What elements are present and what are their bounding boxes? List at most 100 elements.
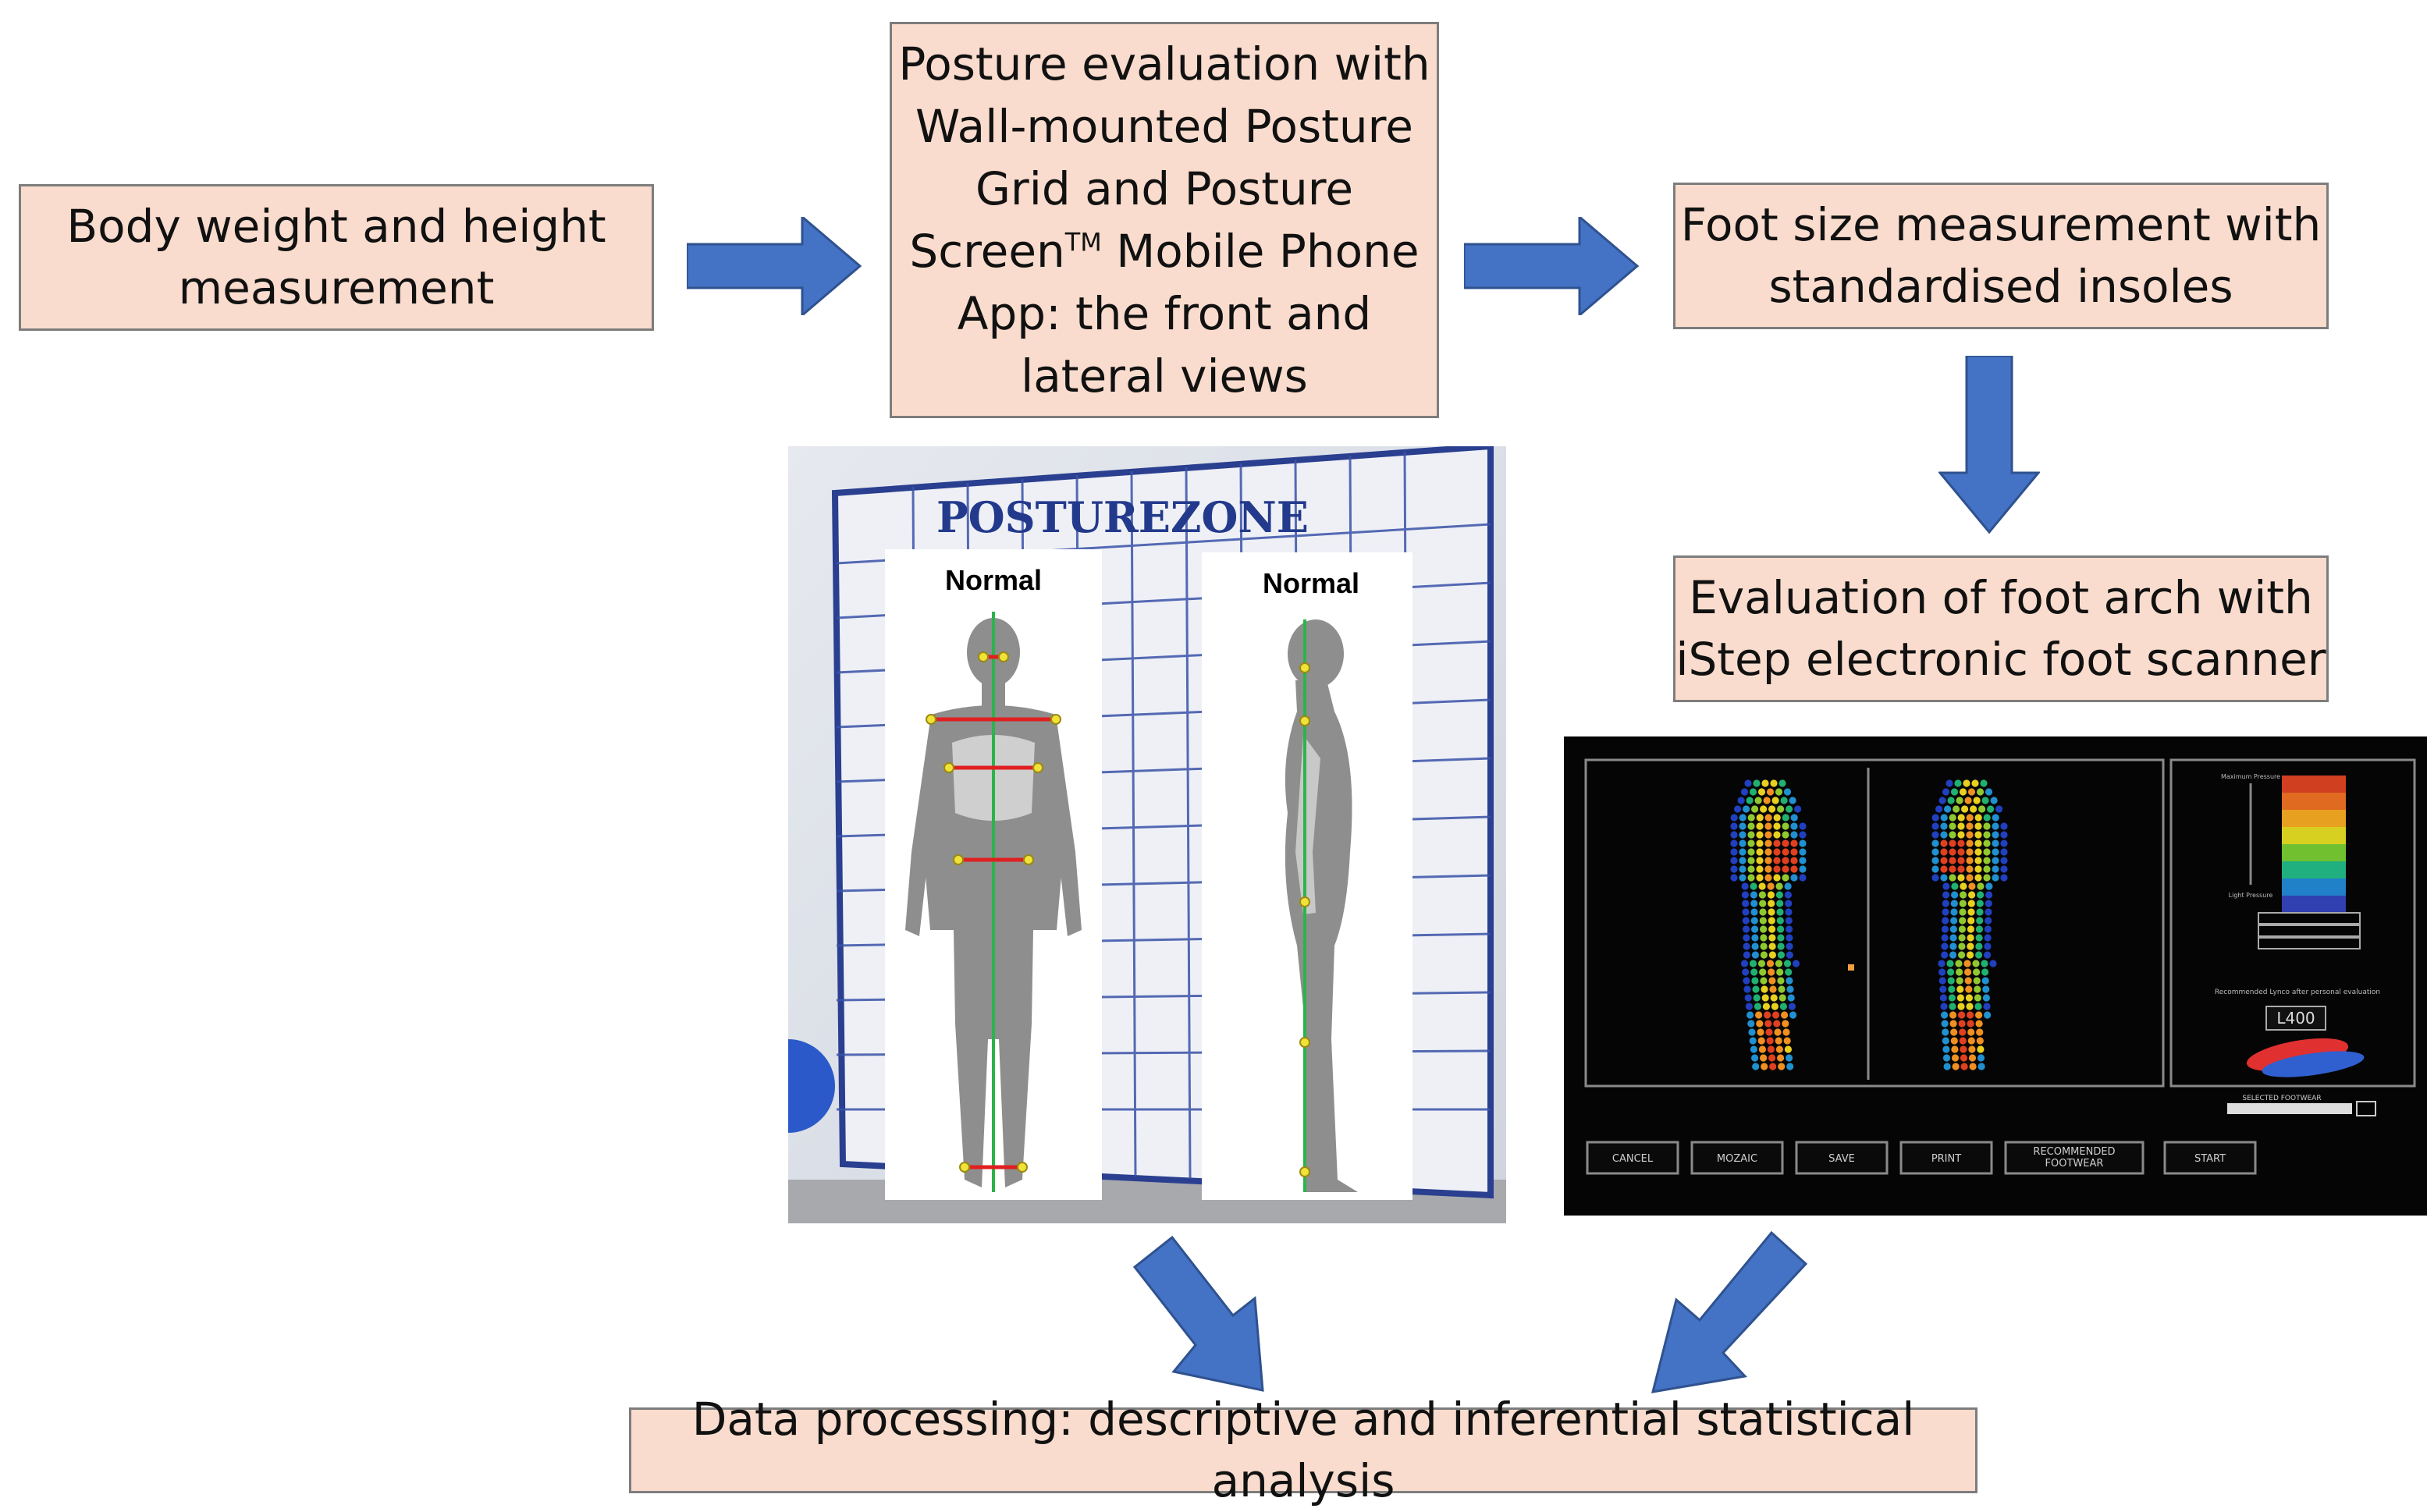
pressure-dot bbox=[1959, 1028, 1967, 1036]
pressure-dot bbox=[1947, 797, 1955, 804]
scanner-button-frame[interactable] bbox=[2004, 1141, 2145, 1175]
pressure-dot bbox=[1768, 900, 1775, 907]
pressure-dot bbox=[1941, 951, 1949, 959]
pressure-dot bbox=[1992, 857, 1999, 864]
pressure-dot bbox=[1799, 822, 1807, 830]
pressure-dot bbox=[1966, 848, 1974, 856]
pressure-dot bbox=[1981, 977, 1989, 985]
pressure-dot bbox=[1777, 934, 1785, 942]
pressure-dot bbox=[1768, 1054, 1776, 1062]
pressure-dot bbox=[1938, 960, 1946, 967]
pressure-dot bbox=[1785, 917, 1793, 925]
pressure-dot bbox=[1942, 882, 1950, 890]
pressure-dot bbox=[1967, 917, 1975, 925]
pressure-dot bbox=[1747, 857, 1755, 864]
pressure-dot bbox=[1942, 1028, 1949, 1036]
pressure-dot bbox=[1974, 822, 1982, 830]
pressure-dot bbox=[1739, 831, 1747, 839]
scanner-button-frame[interactable] bbox=[1795, 1141, 1889, 1175]
pressure-dot bbox=[2000, 831, 2008, 839]
pressure-dot bbox=[1982, 985, 1990, 993]
pressure-dot bbox=[1734, 805, 1742, 813]
pressure-dot bbox=[1766, 1037, 1774, 1045]
pressure-dot bbox=[1786, 934, 1793, 942]
pressure-dot bbox=[1947, 977, 1955, 985]
pressure-dot bbox=[1777, 1054, 1785, 1062]
pressure-dot bbox=[1764, 848, 1772, 856]
arrow-right-2 bbox=[1464, 217, 1640, 315]
pressure-dot bbox=[1967, 951, 1974, 959]
pressure-dot bbox=[1753, 994, 1761, 1002]
pressure-dot bbox=[1750, 968, 1758, 976]
scanner-button-frame[interactable] bbox=[1586, 1141, 1679, 1175]
pressure-dot bbox=[1761, 994, 1769, 1002]
pressure-dot bbox=[1950, 917, 1958, 925]
pressure-dot bbox=[1966, 1003, 1974, 1010]
pressure-dot bbox=[1984, 1011, 1992, 1019]
body-weight-line-2: measurement bbox=[178, 261, 495, 314]
pressure-dot bbox=[1952, 1063, 1960, 1070]
pressure-dot bbox=[1987, 805, 1995, 813]
pressure-dot bbox=[1739, 857, 1747, 864]
pressure-dot bbox=[1742, 908, 1750, 916]
pressure-dot bbox=[1956, 994, 1964, 1002]
pressure-dot bbox=[1963, 960, 1971, 967]
pressure-dot bbox=[1989, 960, 1997, 967]
stats-table bbox=[2258, 912, 2361, 949]
pressure-dot bbox=[1785, 900, 1793, 907]
pressure-dot bbox=[1750, 908, 1758, 916]
pressure-dot bbox=[1967, 908, 1975, 916]
arrow-down bbox=[1938, 356, 2040, 534]
pressure-dot bbox=[1942, 891, 1950, 899]
pressure-dot bbox=[1730, 831, 1738, 839]
pressure-dot bbox=[1762, 1003, 1770, 1010]
pressure-dot bbox=[1963, 779, 1970, 787]
pressure-dot bbox=[1776, 968, 1784, 976]
pressure-dot bbox=[1730, 822, 1738, 830]
pressure-dot bbox=[1756, 814, 1764, 822]
pressure-dot bbox=[1974, 814, 1982, 822]
pressure-dot bbox=[1781, 1011, 1789, 1019]
pressure-dot bbox=[1969, 1063, 1977, 1070]
pressure-dot bbox=[1789, 797, 1796, 804]
pressure-dot bbox=[1967, 1037, 1975, 1045]
pressure-dot bbox=[1966, 814, 1974, 822]
pressure-dot bbox=[1942, 917, 1949, 925]
pressure-dot bbox=[1754, 797, 1762, 804]
pressure-dot bbox=[1935, 805, 1943, 813]
pressure-dot bbox=[1950, 788, 1959, 796]
pressure-dot bbox=[1983, 1003, 1991, 1010]
pressure-dot bbox=[1790, 839, 1798, 847]
pressure-dot bbox=[1768, 805, 1776, 813]
pressure-dot bbox=[1757, 1028, 1764, 1036]
scanner-button-frame[interactable] bbox=[1690, 1141, 1784, 1175]
pressure-dot bbox=[1742, 968, 1750, 976]
pressure-dot bbox=[1730, 874, 1738, 882]
data-processing-label: Data processing: descriptive and inferen… bbox=[691, 1392, 1915, 1507]
pressure-dot bbox=[1940, 822, 1948, 830]
pressure-dot bbox=[1786, 985, 1794, 993]
pressure-dot bbox=[1974, 994, 1981, 1002]
pressure-dot bbox=[1739, 848, 1747, 856]
posture-grid-illustration: POSTUREZONE Normal bbox=[788, 446, 1506, 1223]
pressure-dot bbox=[1767, 891, 1775, 899]
pressure-dot bbox=[1977, 1054, 1985, 1062]
pressure-dot bbox=[1947, 968, 1955, 976]
scanner-button-frame[interactable] bbox=[1899, 1141, 1993, 1175]
pressure-dot bbox=[1995, 805, 2003, 813]
pressure-dot bbox=[1768, 968, 1775, 976]
pressure-dot bbox=[1757, 1037, 1765, 1045]
pressure-dot bbox=[1747, 874, 1755, 882]
pressure-dot bbox=[1942, 1054, 1951, 1062]
pressure-dot bbox=[1756, 839, 1764, 847]
pressure-dot bbox=[1960, 882, 1967, 890]
pressure-dot bbox=[1985, 891, 1993, 899]
pressure-dot bbox=[1961, 805, 1969, 813]
pressure-dot bbox=[1742, 900, 1750, 907]
pressure-dot bbox=[1931, 848, 1939, 856]
pressure-dot bbox=[1949, 839, 1956, 847]
pressure-dot bbox=[1974, 839, 1982, 847]
pressure-dot bbox=[2000, 839, 2008, 847]
pressure-dot bbox=[1941, 942, 1949, 950]
scanner-button-frame[interactable] bbox=[2163, 1141, 2257, 1175]
